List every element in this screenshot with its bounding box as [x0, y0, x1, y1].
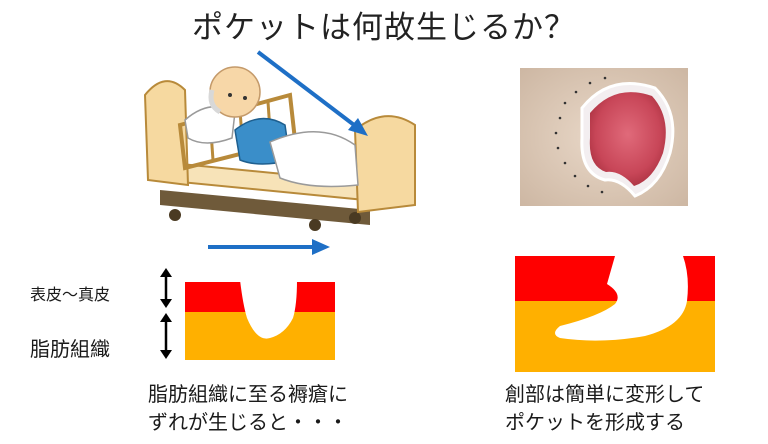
tissue-pocket-diagram	[515, 256, 715, 372]
right-caption-line1: 創部は簡単に変形して	[505, 382, 705, 406]
double-arrow-icon	[160, 268, 172, 308]
epidermis-dermis-label: 表皮～真皮	[30, 285, 111, 304]
right-caption-line2: ポケットを形成する	[505, 410, 685, 434]
hospital-bed-illustration	[143, 50, 416, 255]
tissue-crater-diagram	[185, 280, 335, 360]
double-arrow-icon	[160, 313, 172, 359]
left-caption-line2: ずれが生じると・・・	[148, 410, 348, 434]
page-title: ポケットは何故生じるか？	[192, 10, 576, 46]
left-caption-line1: 脂肪組織に至る褥瘡に	[148, 382, 348, 406]
pressure-ulcer-photo	[520, 68, 688, 206]
fat-tissue-label: 脂肪組織	[30, 337, 110, 361]
